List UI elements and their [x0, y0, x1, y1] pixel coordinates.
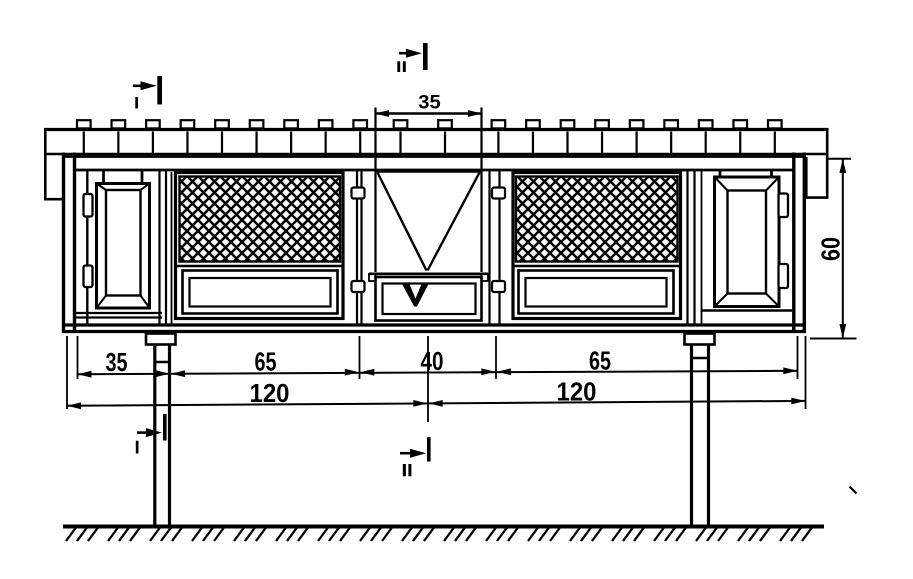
- svg-text:120: 120: [557, 377, 597, 407]
- svg-text:65: 65: [255, 347, 277, 377]
- svg-text:35: 35: [418, 92, 441, 114]
- svg-text:40: 40: [421, 346, 444, 376]
- svg-text:60: 60: [816, 237, 846, 261]
- svg-text:35: 35: [106, 347, 128, 377]
- svg-text:65: 65: [589, 346, 611, 376]
- svg-text:120: 120: [250, 378, 290, 408]
